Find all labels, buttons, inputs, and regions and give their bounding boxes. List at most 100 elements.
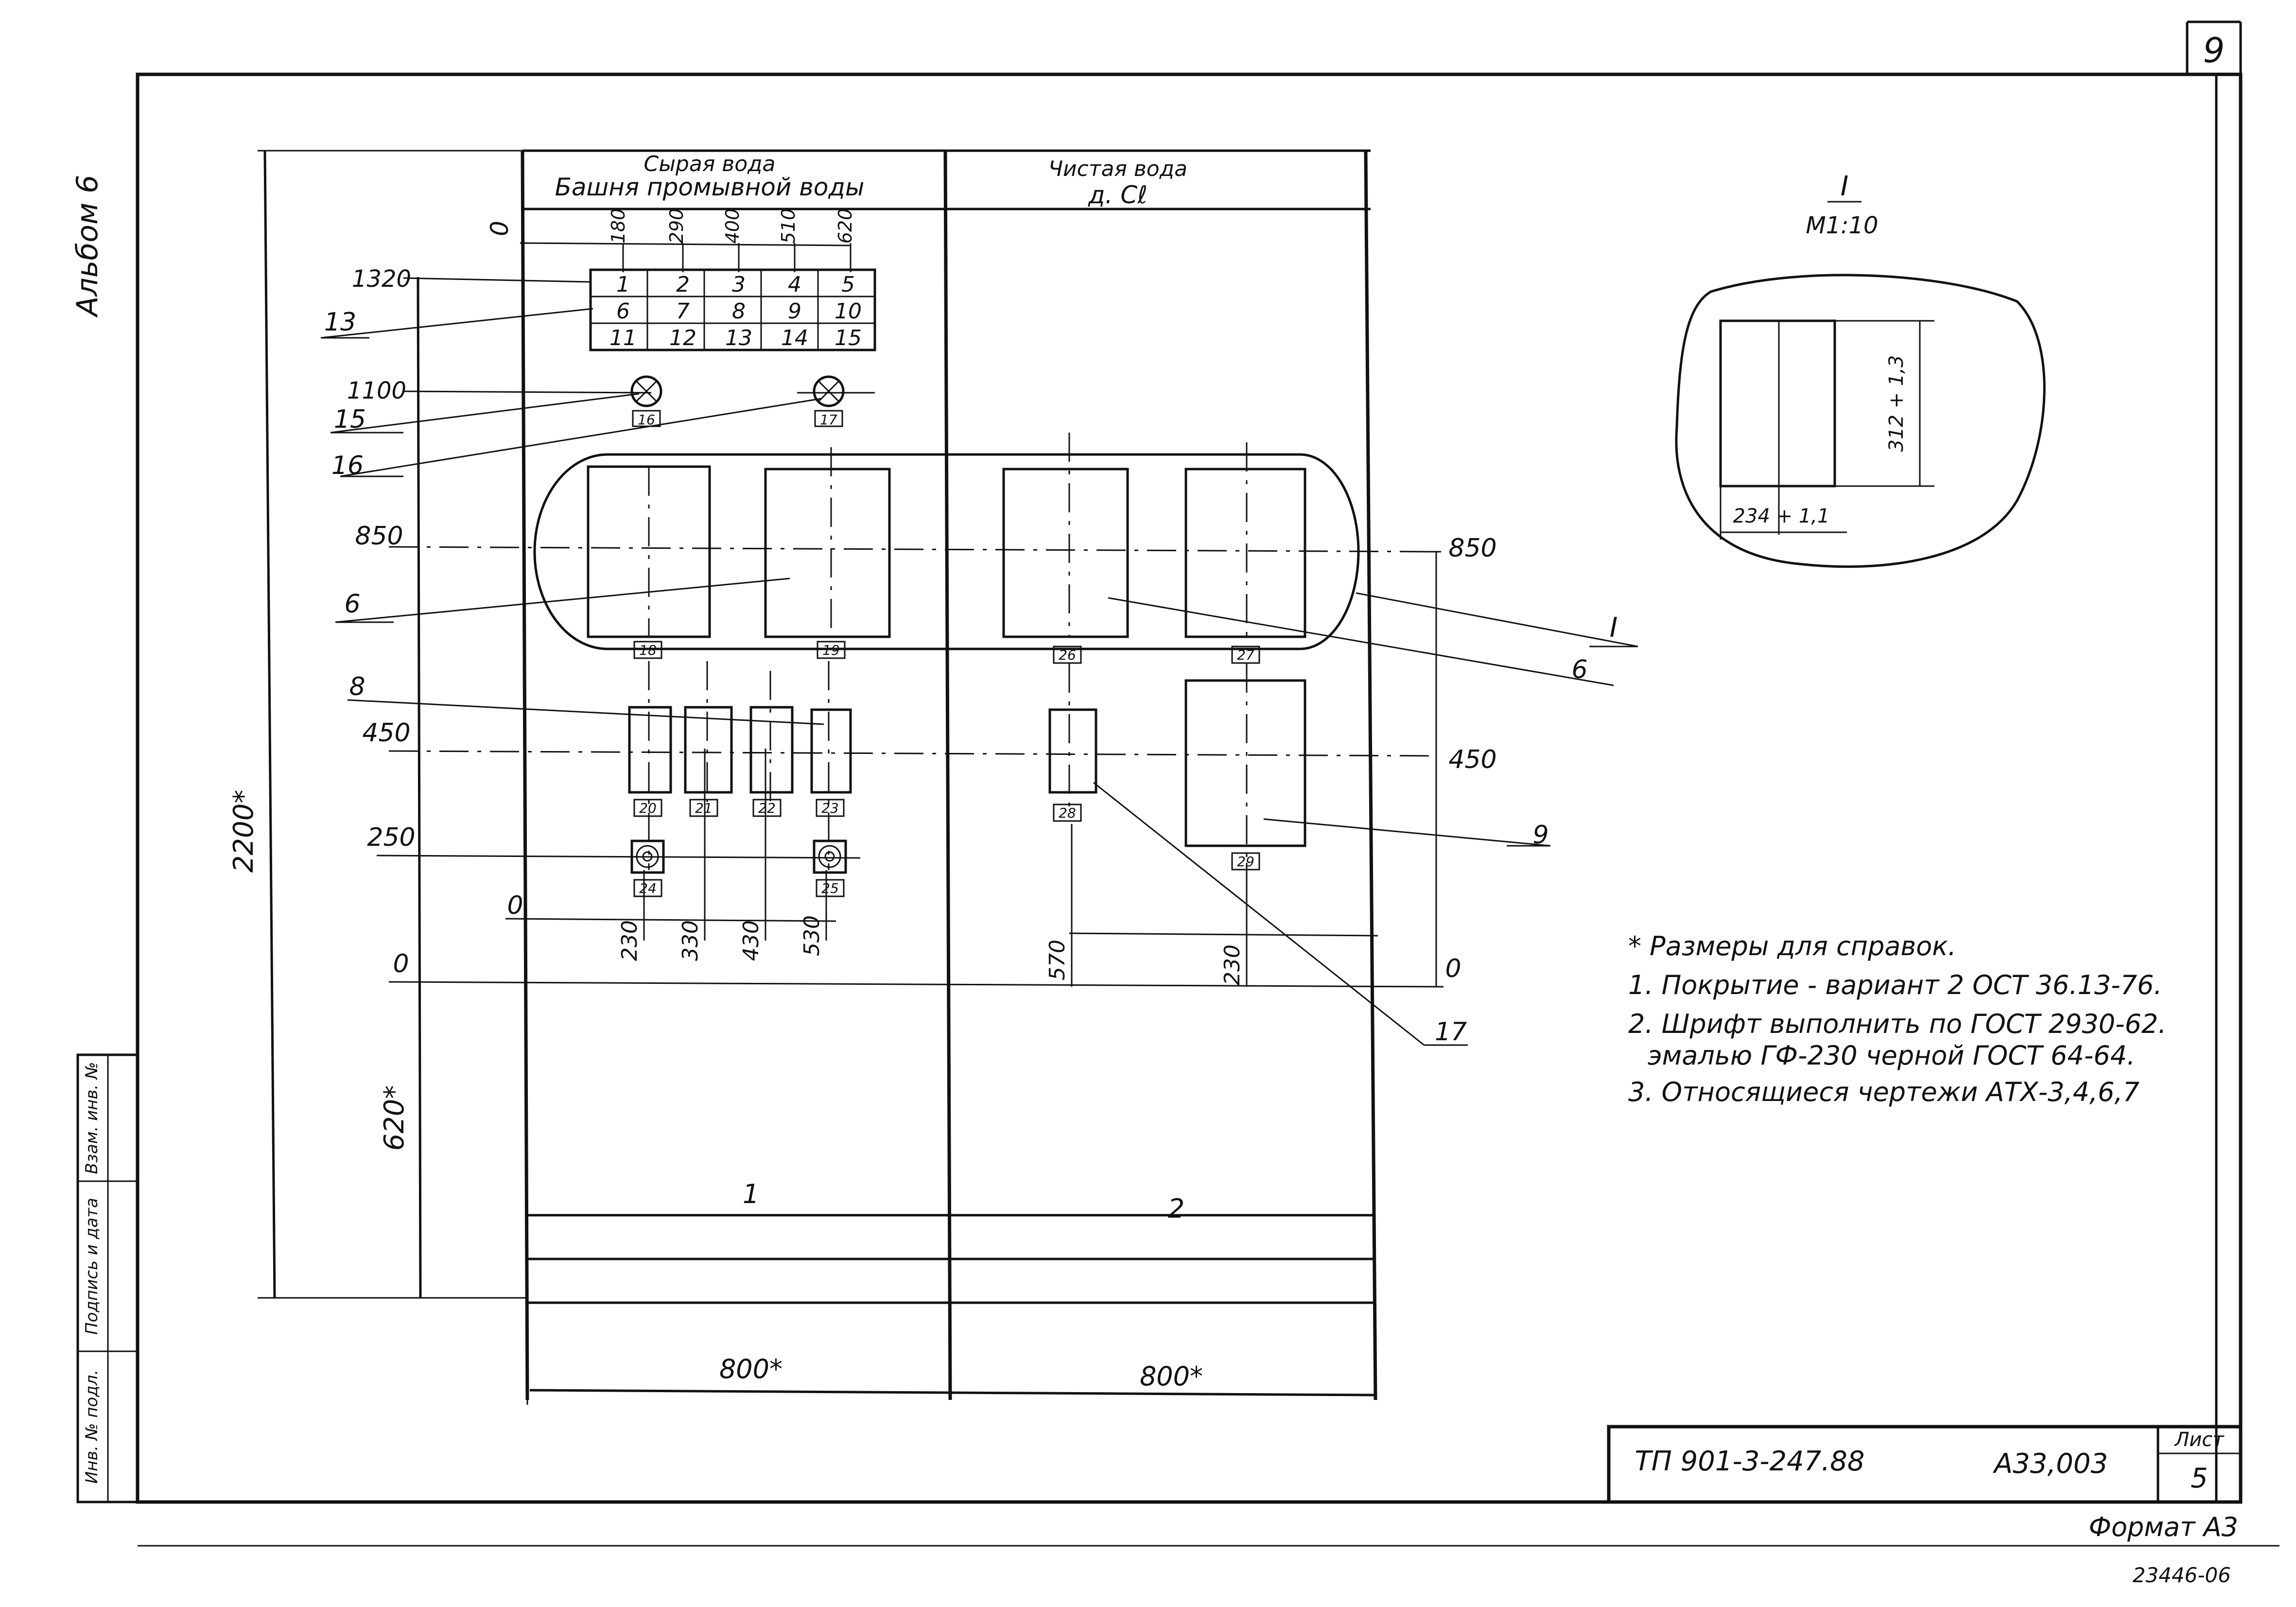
device-tag: 19 bbox=[822, 642, 840, 658]
note-reference-sizes: * Размеры для справок. bbox=[1628, 931, 1956, 961]
album-label: Альбом 6 bbox=[70, 175, 104, 318]
dim-right-width: 800* bbox=[1140, 1361, 1203, 1392]
callout-9: 9 bbox=[1532, 821, 1548, 850]
dim-zero-b: 0 bbox=[393, 949, 409, 978]
grid-cell: 2 bbox=[676, 272, 690, 297]
callout-6-right: 6 bbox=[1571, 655, 1587, 684]
sheet-label: Лист bbox=[2174, 1429, 2225, 1451]
device-tag: 20 bbox=[639, 800, 657, 816]
callout-section-i: I bbox=[1610, 612, 1618, 644]
dim-lower-height: 620* bbox=[379, 1085, 410, 1151]
push-buttons bbox=[630, 839, 847, 897]
dim-bottom-430: 430 bbox=[739, 920, 764, 961]
dim-top-290: 290 bbox=[666, 209, 687, 244]
grid-cell: 14 bbox=[781, 326, 808, 350]
dim-bottom-530: 530 bbox=[800, 915, 824, 956]
dim-level-450-left: 450 bbox=[362, 718, 410, 748]
note-1: 1. Покрытие - вариант 2 ОСТ 36.13-76. bbox=[1628, 970, 2162, 1000]
dim-zero-a: 0 bbox=[507, 891, 523, 920]
dim-level-450-right: 450 bbox=[1448, 745, 1496, 774]
document-code: ТП 901-3-247.88 bbox=[1635, 1446, 1865, 1477]
callout-leaders bbox=[320, 308, 1638, 1046]
dim-bottom-570: 570 bbox=[1045, 940, 1070, 980]
grid-cell: 7 bbox=[676, 299, 690, 324]
dim-overall-height: 2200* bbox=[228, 790, 260, 873]
detail-dim-horizontal: 234 + 1,1 bbox=[1733, 505, 1830, 527]
panel-outline bbox=[521, 149, 1377, 1400]
callout-15: 15 bbox=[334, 405, 366, 434]
device-tag: 16 bbox=[638, 412, 655, 428]
right-header-line1: Чистая вода bbox=[1048, 157, 1187, 181]
drawing-code: А33,003 bbox=[1993, 1448, 2108, 1480]
grid-cell: 6 bbox=[616, 299, 630, 324]
dim-level-250: 250 bbox=[367, 823, 415, 852]
detail-dim-vertical: 312 + 1,3 bbox=[1885, 355, 1908, 452]
device-tag: 18 bbox=[639, 642, 657, 658]
right-band-label: 2 bbox=[1168, 1193, 1184, 1224]
signal-grid bbox=[589, 268, 876, 351]
small-meters bbox=[628, 661, 1306, 871]
callout-16: 16 bbox=[331, 451, 364, 480]
note-3: 3. Относящиеся чертежи АТХ-3,4,6,7 bbox=[1628, 1077, 2139, 1107]
grid-cell: 12 bbox=[669, 326, 696, 350]
sheet-frame bbox=[136, 20, 2279, 1547]
button-24-icon bbox=[630, 839, 665, 874]
dim-bottom-230-right: 230 bbox=[1220, 944, 1245, 985]
dim-bottom-330: 330 bbox=[678, 920, 703, 961]
level-lines bbox=[376, 277, 1444, 988]
bottom-column-ticks bbox=[643, 749, 1248, 987]
callout-13: 13 bbox=[324, 308, 356, 337]
title-block bbox=[1607, 1425, 2243, 1504]
sheet-value: 5 bbox=[2191, 1463, 2208, 1494]
note-2-continued: эмалью ГФ-230 черной ГОСТ 64-64. bbox=[1648, 1040, 2135, 1071]
device-tag: 23 bbox=[821, 800, 839, 816]
grid-cell: 8 bbox=[732, 299, 746, 324]
grid-cell: 1 bbox=[616, 272, 630, 297]
right-header-line2: д. Сℓ bbox=[1088, 181, 1148, 209]
detail-title: I bbox=[1841, 171, 1849, 202]
overall-dimensions bbox=[258, 150, 1376, 1405]
device-tag: 28 bbox=[1059, 805, 1076, 821]
device-tag: 24 bbox=[639, 880, 657, 896]
grid-cell: 9 bbox=[788, 299, 801, 324]
instrument-group bbox=[533, 433, 1360, 664]
grid-cell: 4 bbox=[788, 272, 801, 297]
grid-cell: 11 bbox=[609, 326, 637, 350]
dim-top-510: 510 bbox=[778, 209, 799, 244]
left-header-line1: Сырая вода bbox=[644, 152, 775, 176]
top-column-dimensions bbox=[520, 242, 852, 272]
dim-level-850-left: 850 bbox=[355, 522, 403, 551]
stamp-signature-date: Подпись и дата bbox=[82, 1198, 102, 1335]
dim-top-620: 620 bbox=[835, 209, 856, 244]
dim-level-850-right: 850 bbox=[1448, 534, 1496, 563]
note-2: 2. Шрифт выполнить по ГОСТ 2930-62. bbox=[1628, 1009, 2167, 1039]
device-tag: 26 bbox=[1059, 647, 1076, 663]
detail-view bbox=[1675, 201, 2046, 568]
left-header-line2: Башня промывной воды bbox=[555, 173, 865, 201]
callout-6-left: 6 bbox=[344, 590, 360, 619]
device-tag: 22 bbox=[758, 800, 776, 816]
dim-zero-top: 0 bbox=[486, 221, 514, 236]
dim-top-400: 400 bbox=[722, 209, 743, 244]
format-label: Формат А3 bbox=[2088, 1512, 2238, 1542]
indicator-lamps bbox=[630, 375, 845, 427]
dim-top-180: 180 bbox=[608, 209, 629, 244]
device-tag: 17 bbox=[820, 412, 837, 428]
device-tag: 21 bbox=[695, 800, 713, 816]
grid-cell: 10 bbox=[835, 299, 862, 324]
callout-17: 17 bbox=[1435, 1017, 1467, 1047]
device-tag: 25 bbox=[821, 880, 839, 896]
grid-cell: 13 bbox=[725, 326, 752, 350]
detail-scale: М1:10 bbox=[1806, 212, 1878, 239]
stamp-inv-number: Инв. № подл. bbox=[82, 1370, 102, 1484]
dim-level-1320: 1320 bbox=[352, 265, 411, 293]
grid-cell: 5 bbox=[841, 272, 855, 297]
archive-number: 23446-06 bbox=[2133, 1563, 2231, 1587]
device-tag: 29 bbox=[1237, 854, 1254, 870]
stamp-replaced-inv: Взам. инв. № bbox=[82, 1062, 102, 1174]
grid-cell: 3 bbox=[732, 272, 746, 297]
grid-cell: 15 bbox=[835, 326, 862, 350]
sheet-number: 9 bbox=[2203, 31, 2225, 70]
lamp-17-icon bbox=[813, 375, 845, 407]
